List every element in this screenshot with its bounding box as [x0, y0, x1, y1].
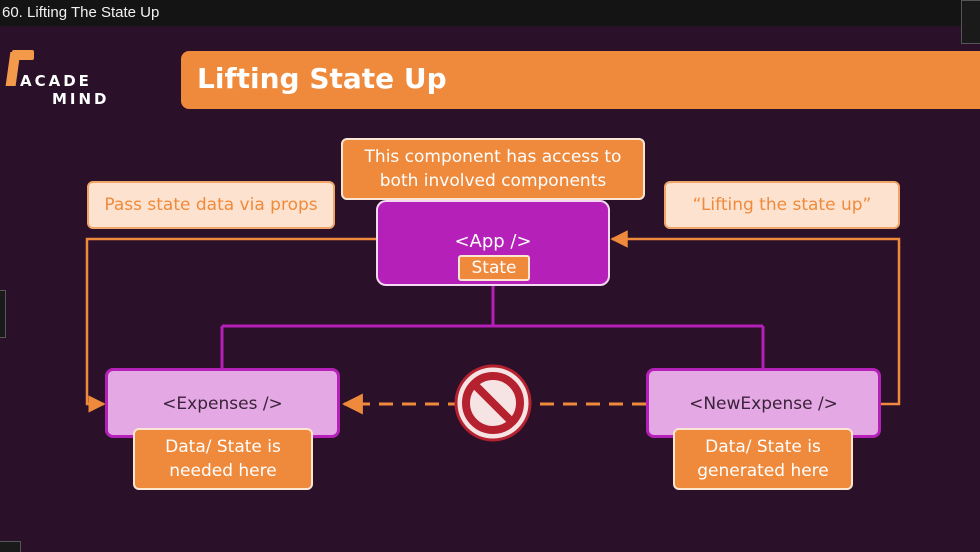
new-expense-component: <NewExpense />	[646, 368, 881, 438]
new-expense-note: Data/ State is generated here	[673, 428, 853, 490]
right-note: “Lifting the state up”	[664, 181, 900, 229]
corner-control[interactable]	[961, 0, 980, 44]
left-note: Pass state data via props	[87, 181, 335, 229]
props-arrow	[85, 237, 376, 413]
app-label: <App />	[454, 231, 532, 252]
logo-text-line1: ACADE	[20, 72, 92, 90]
logo-mark	[12, 50, 34, 60]
expenses-note: Data/ State is needed here	[133, 428, 313, 490]
window-title: 60. Lifting The State Up	[2, 4, 160, 21]
no-entry-icon	[454, 364, 532, 442]
logo-text-line2: MIND	[52, 90, 110, 108]
slide-title-banner: Lifting State Up	[181, 51, 980, 109]
new-expense-label: <NewExpense />	[689, 394, 838, 414]
window-titlebar: 60. Lifting The State Up	[0, 0, 980, 44]
bottom-panel-handle[interactable]	[0, 541, 21, 552]
side-panel-handle[interactable]	[0, 290, 6, 338]
top-note: This component has access to both involv…	[341, 138, 645, 200]
tree-connector	[220, 286, 765, 372]
state-badge: State	[458, 255, 530, 281]
lift-arrow	[610, 230, 901, 406]
slide-title: Lifting State Up	[197, 62, 447, 95]
academind-logo: ACADE MIND	[5, 48, 116, 112]
expenses-label: <Expenses />	[162, 394, 283, 414]
app-component: <App /> State	[376, 200, 610, 286]
